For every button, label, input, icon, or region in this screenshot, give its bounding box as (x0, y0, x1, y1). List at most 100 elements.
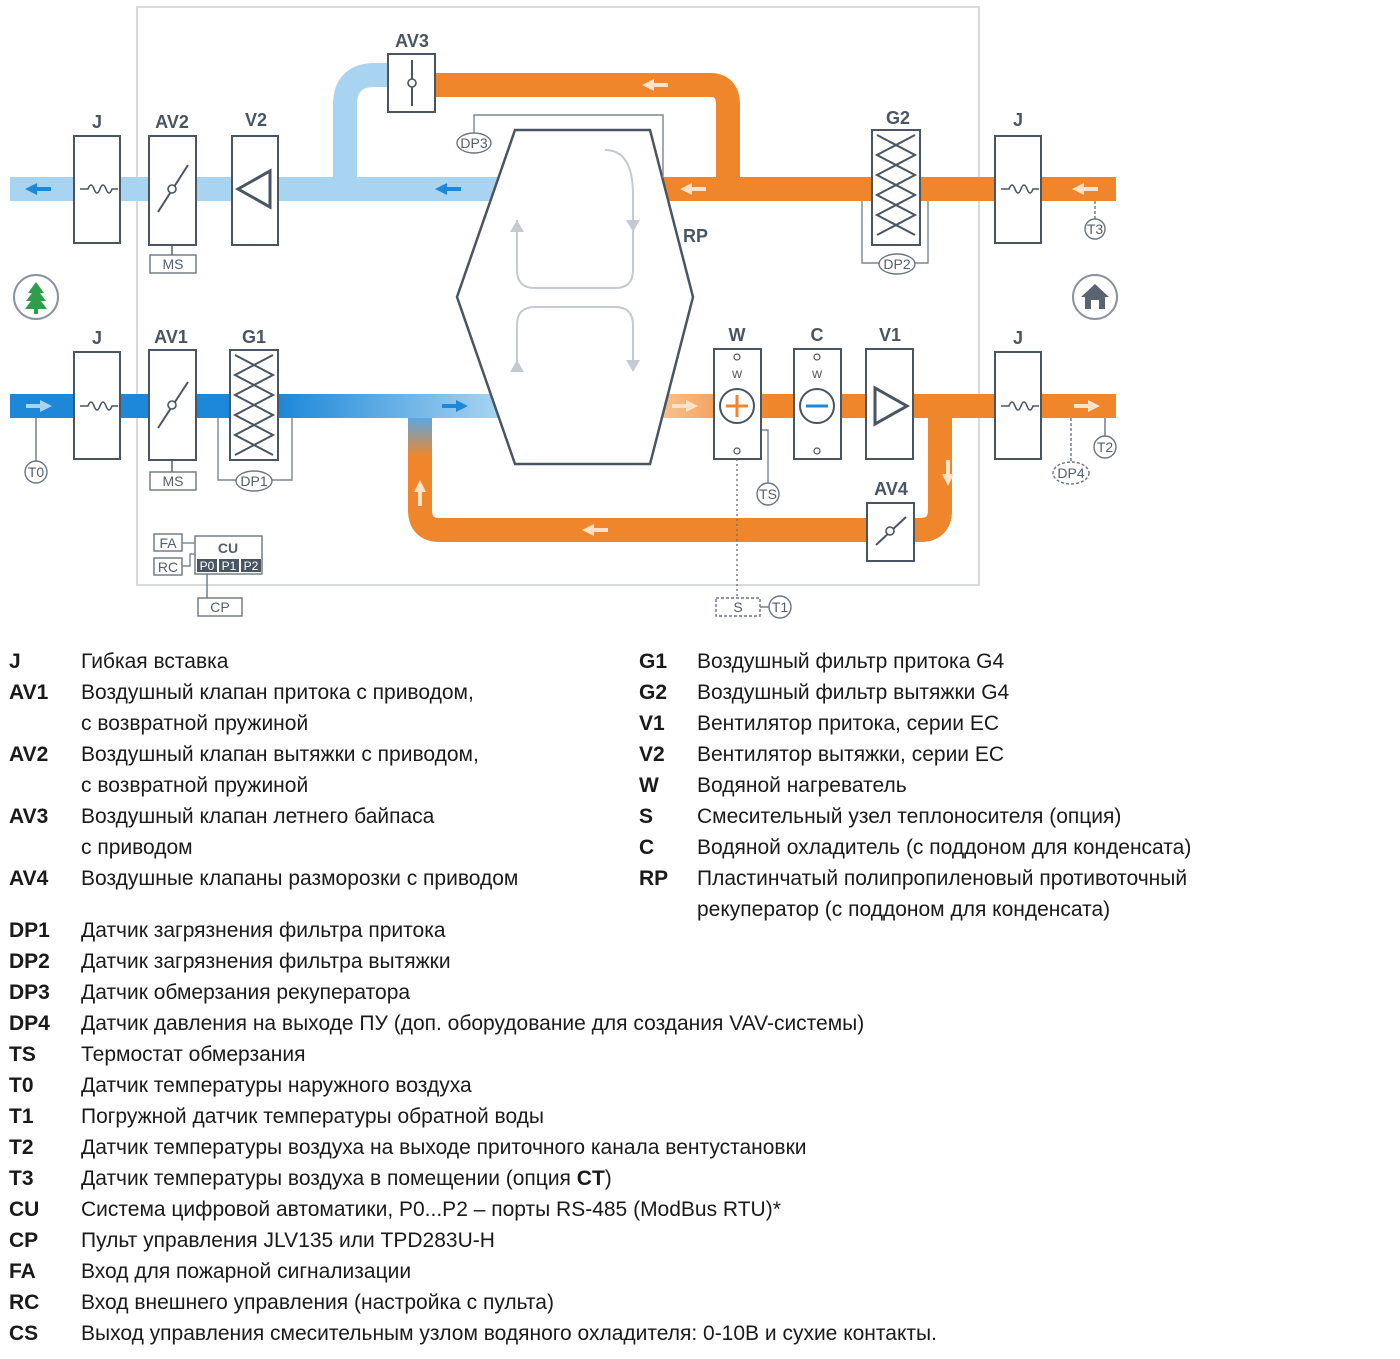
ms-bottom-label: MS (163, 473, 184, 489)
house-icon (1072, 274, 1118, 320)
ts-line (762, 429, 769, 484)
legend-code: AV4 (9, 867, 49, 890)
svg-text:CU: CU (218, 540, 238, 556)
legend-description: Термостат обмерзания (81, 1043, 306, 1066)
svg-text:W: W (729, 325, 746, 345)
dp1-label: DP1 (240, 473, 267, 489)
damper-av2: AV2 MS (148, 112, 197, 274)
dp4-sensor (1052, 461, 1090, 485)
rp-label: RP (683, 226, 708, 246)
legend-description: Датчик обмерзания рекуператора (81, 981, 411, 1004)
filter-g1: G1 DP1 (217, 327, 293, 492)
legend-code: V2 (639, 743, 665, 766)
damper-av3: AV3 (387, 31, 436, 113)
fan-v1: V1 (865, 325, 914, 460)
legend-entry: W Водяной нагреватель (639, 770, 1379, 801)
legend-code: G2 (639, 681, 668, 704)
legend-description: Вход для пожарной сигнализации (81, 1260, 412, 1283)
legend-code: AV3 (9, 805, 49, 828)
legend-code: TS (9, 1043, 36, 1066)
fan-v2: V2 (231, 110, 279, 246)
legend-entry: C Водяной охладитель (с поддоном для конд… (639, 832, 1379, 863)
legend-description: Выход управления смесительным узлом водя… (81, 1322, 937, 1345)
legend-code: DP3 (9, 981, 50, 1004)
legend-description: Воздушный клапан летнего байпаса (81, 805, 435, 828)
legend-description: Пластинчатый полипропиленовый противоточ… (697, 867, 1188, 890)
legend-code (9, 770, 81, 801)
legend-entry: CS Выход управления смесительным узлом во… (9, 1318, 1309, 1349)
t0-sensor (24, 460, 48, 484)
legend-description: с возвратной пружиной (81, 712, 309, 735)
t2-label: T2 (1097, 439, 1114, 455)
dp3-line (473, 114, 664, 178)
svg-text:w: w (731, 365, 743, 381)
tree-icon (13, 274, 59, 320)
flex-insert-j-top-left: J (73, 112, 121, 244)
legend-entry: FA Вход для пожарной сигнализации (9, 1256, 1309, 1287)
svg-text:w: w (811, 365, 823, 381)
legend-code: RC (9, 1291, 40, 1314)
legend-description: Вход внешнего управления (настройка с пу… (81, 1291, 554, 1314)
legend-code (9, 708, 81, 739)
svg-text:AV3: AV3 (395, 31, 429, 51)
damper-av4: AV4 (866, 479, 915, 562)
legend-description: Водяной охладитель (с поддоном для конде… (697, 836, 1192, 859)
legend-entry: рекуператор (с поддоном для конденсата) (639, 894, 1379, 925)
legend-description: Датчик загрязнения фильтра вытяжки (81, 950, 451, 973)
s-label: S (733, 599, 742, 615)
legend-code: FA (9, 1260, 36, 1283)
flex-insert-j-top-right: J (994, 110, 1042, 244)
legend-code: T1 (9, 1105, 34, 1128)
legend-description: Смесительный узел теплоносителя (опция) (697, 805, 1122, 828)
port-p2: P2 (244, 559, 259, 573)
filter-g2: G2 DP2 (861, 108, 929, 275)
legend-code: CP (9, 1229, 39, 1252)
legend-code: C (639, 836, 655, 859)
legend-entry: DP3 Датчик обмерзания рекуператора (9, 977, 1309, 1008)
legend-entry: G2 Воздушный фильтр вытяжки G4 (639, 677, 1379, 708)
legend-description: Воздушный клапан вытяжки с приводом, (81, 743, 479, 766)
legend-description: Водяной нагреватель (697, 774, 907, 797)
legend-description: Датчик температуры воздуха на выходе при… (81, 1136, 807, 1159)
water-heater-w: w W (713, 325, 762, 460)
t1-label: T1 (772, 599, 789, 615)
dp3-sensor (456, 132, 492, 154)
legend-code: W (639, 774, 659, 797)
ms-top-label: MS (163, 256, 184, 272)
ts-sensor (756, 482, 780, 506)
legend-entry: AV3 Воздушный клапан летнего байпаса (9, 801, 629, 832)
svg-text:J: J (1013, 328, 1023, 348)
t2-sensor (1093, 435, 1117, 459)
legend-description: Датчик давления на выходе ПУ (доп. обору… (81, 1012, 865, 1035)
legend-description: Гибкая вставка (81, 650, 229, 673)
water-cooler-c: w C (793, 325, 842, 460)
legend-description: Система цифровой автоматики, P0...P2 – п… (81, 1198, 781, 1221)
svg-text:J: J (92, 112, 102, 132)
legend-description: Пульт управления JLV135 или TPD283U-H (81, 1229, 495, 1252)
t3-sensor (1084, 218, 1106, 240)
svg-text:V1: V1 (879, 325, 901, 345)
svg-text:V2: V2 (245, 110, 267, 130)
legend-code: DP1 (9, 919, 50, 942)
legend-description: Воздушный фильтр вытяжки G4 (697, 681, 1010, 704)
dp3-label: DP3 (460, 135, 487, 151)
unit-frame (136, 6, 980, 586)
svg-text:J: J (92, 328, 102, 348)
legend-code: CS (9, 1322, 39, 1345)
svg-text:AV4: AV4 (874, 479, 908, 499)
